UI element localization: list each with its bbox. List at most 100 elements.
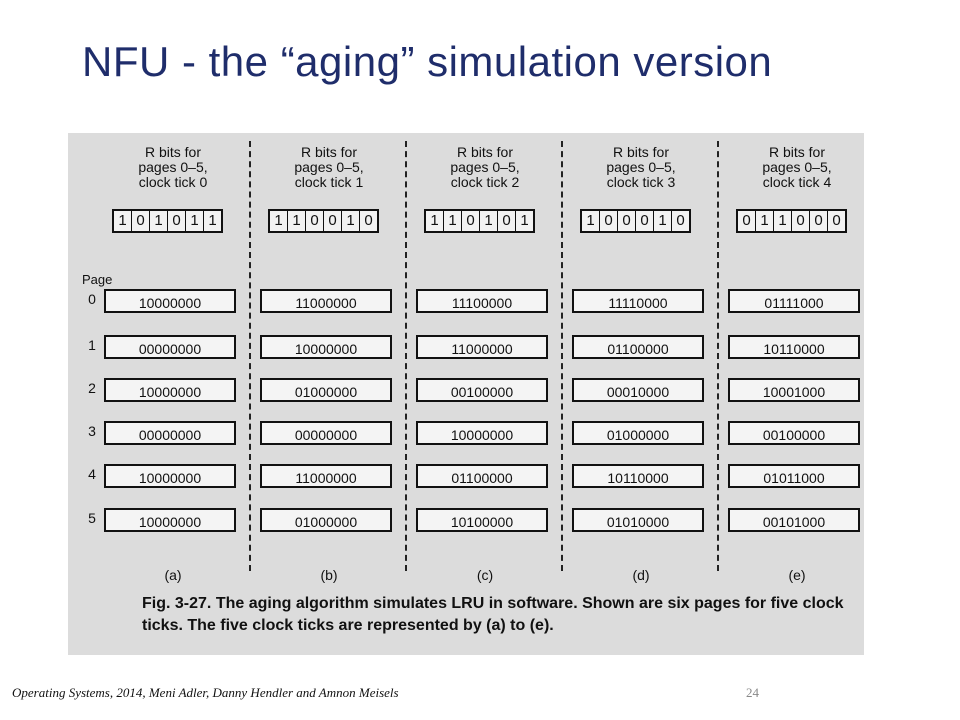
figure-caption: Fig. 3-27. The aging algorithm simulates… (142, 593, 862, 637)
page-number-label: 3 (88, 423, 96, 439)
age-counter: 11000000 (260, 289, 392, 313)
page-number-label: 2 (88, 380, 96, 396)
page-number: 24 (746, 685, 759, 700)
r-bit-cell: 1 (756, 211, 774, 231)
age-counter: 10000000 (104, 289, 236, 313)
age-counter: 11000000 (416, 335, 548, 359)
age-counter: 00101000 (728, 508, 860, 532)
r-bit-cell: 1 (654, 211, 672, 231)
r-bit-cell: 0 (168, 211, 186, 231)
column-letter: (a) (164, 567, 182, 583)
r-bit-cell: 1 (774, 211, 792, 231)
age-counter: 10000000 (104, 508, 236, 532)
age-counter: 11100000 (416, 289, 548, 313)
r-bit-cell: 1 (150, 211, 168, 231)
age-counter: 01010000 (572, 508, 704, 532)
footer-credit: Operating Systems, 2014, Meni Adler, Dan… (12, 685, 399, 700)
age-counter: 00000000 (260, 421, 392, 445)
column-header-line: R bits for (768, 144, 825, 160)
column-letter: (b) (320, 567, 338, 583)
r-bit-cell: 1 (270, 211, 288, 231)
column-header-line: clock tick 3 (606, 174, 676, 190)
column-letter: (c) (476, 567, 494, 583)
r-bit-cell: 0 (462, 211, 480, 231)
column-header-line: pages 0–5, (762, 159, 832, 175)
column-letter: (e) (788, 567, 806, 583)
page-number-label: 5 (88, 510, 96, 526)
r-bit-cell: 0 (810, 211, 828, 231)
r-bit-cell: 0 (738, 211, 756, 231)
column-letter: (d) (632, 567, 650, 583)
column-header-line: pages 0–5, (606, 159, 676, 175)
r-bit-cell: 0 (364, 212, 373, 229)
column-header-line: pages 0–5, (450, 159, 520, 175)
age-counter: 10110000 (728, 335, 860, 359)
column-header-line: pages 0–5, (138, 159, 208, 175)
r-bit-cell: 1 (582, 211, 600, 231)
r-bit-cell: 0 (600, 211, 618, 231)
r-bit-cell: 1 (426, 211, 444, 231)
column-header-line: clock tick 1 (294, 174, 364, 190)
divider (405, 141, 407, 571)
column-header-line: clock tick 4 (762, 174, 832, 190)
r-bit-cell: 1 (186, 211, 204, 231)
age-counter: 10000000 (260, 335, 392, 359)
age-counter: 10000000 (416, 421, 548, 445)
r-bit-cell: 0 (618, 211, 636, 231)
page-column-header: Page (82, 272, 113, 287)
age-counter: 10110000 (572, 464, 704, 488)
column-header-line: R bits for (300, 144, 357, 160)
age-counter: 10001000 (728, 378, 860, 402)
caption-label: Fig. 3-27. (142, 595, 212, 612)
age-counter: 01000000 (260, 378, 392, 402)
page-number-label: 1 (88, 337, 96, 353)
r-bit-cell: 1 (480, 211, 498, 231)
r-bit-cell: 1 (208, 212, 217, 229)
column-header-line: R bits for (612, 144, 669, 160)
column-header-line: R bits for (144, 144, 201, 160)
r-bit-cell: 0 (498, 211, 516, 231)
r-bit-cell: 0 (324, 211, 342, 231)
age-counter: 01111000 (728, 289, 860, 313)
slide-title: NFU - the “aging” simulation version (82, 38, 773, 85)
r-bit-cell: 0 (832, 212, 841, 229)
r-bit-cell: 0 (306, 211, 324, 231)
r-bit-cell: 0 (792, 211, 810, 231)
age-counter: 00000000 (104, 421, 236, 445)
divider (717, 141, 719, 571)
age-counter: 01000000 (260, 508, 392, 532)
r-bit-cell: 1 (342, 211, 360, 231)
r-bit-cell: 1 (114, 211, 132, 231)
r-bit-cell: 1 (288, 211, 306, 231)
column-header-line: R bits for (456, 144, 513, 160)
age-counter: 00010000 (572, 378, 704, 402)
age-counter: 01100000 (416, 464, 548, 488)
r-bit-cell: 0 (676, 212, 685, 229)
column-header-line: clock tick 2 (450, 174, 520, 190)
age-counter: 01011000 (728, 464, 860, 488)
caption-text: The aging algorithm simulates LRU in sof… (142, 595, 844, 634)
age-counter: 00100000 (416, 378, 548, 402)
age-counter: 10100000 (416, 508, 548, 532)
r-bit-cell: 0 (132, 211, 150, 231)
age-counter: 10000000 (104, 378, 236, 402)
age-counter: 01100000 (572, 335, 704, 359)
r-bit-cell: 1 (520, 212, 529, 229)
divider (249, 141, 251, 571)
page-number-label: 0 (88, 291, 96, 307)
age-counter: 00000000 (104, 335, 236, 359)
